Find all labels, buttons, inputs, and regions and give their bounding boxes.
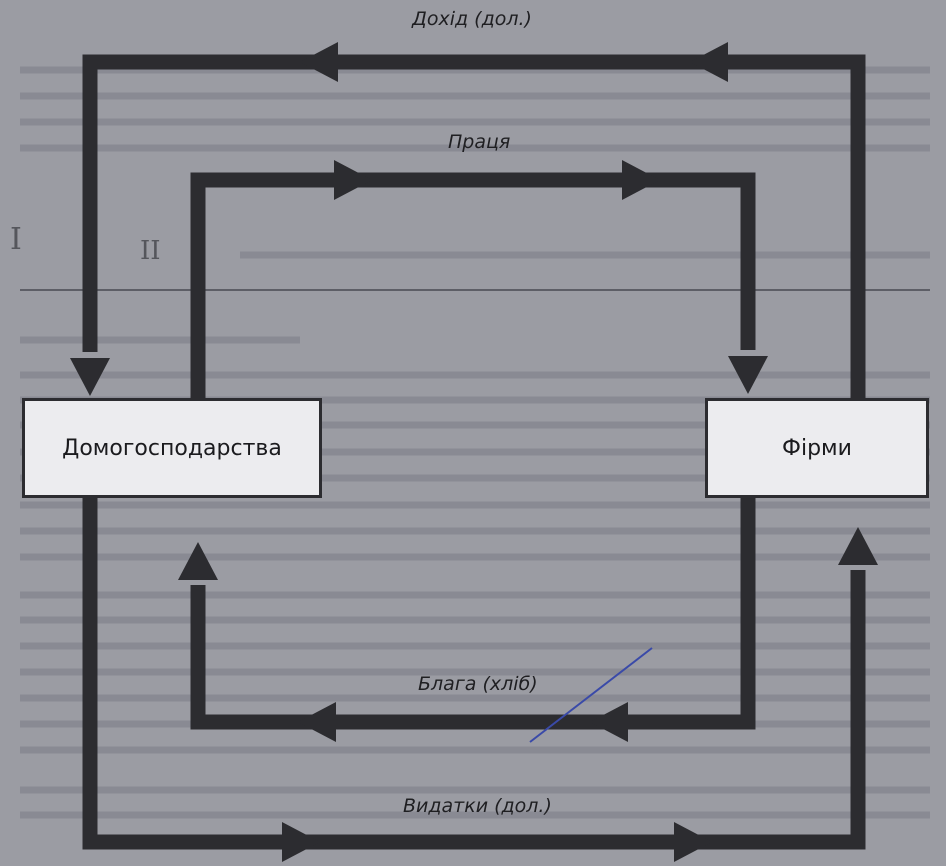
- flow-paths: [70, 42, 878, 862]
- income-arrow-to-households: [70, 358, 110, 396]
- households-label: Домогосподарства: [62, 435, 282, 461]
- income-flow-path: [82, 54, 866, 398]
- expenses-arrow-to-firms: [838, 527, 878, 565]
- goods-arrow-to-households: [178, 542, 218, 580]
- income-arrow-1: [300, 42, 338, 82]
- goods-flow-path: [190, 498, 756, 730]
- labor-arrow-1: [334, 160, 372, 200]
- expenses-arrow-1: [282, 822, 320, 862]
- flow-label-expenses: Видатки (дол.): [403, 795, 552, 817]
- households-node: Домогосподарства: [22, 398, 322, 498]
- labor-arrow-2: [622, 160, 660, 200]
- firms-label: Фірми: [782, 435, 852, 461]
- margin-mark-2: II: [140, 236, 161, 266]
- goods-arrow-1: [298, 702, 336, 742]
- margin-mark-1: I: [10, 222, 22, 257]
- expenses-arrow-2: [674, 822, 712, 862]
- labor-flow-path: [190, 172, 756, 398]
- firms-node: Фірми: [705, 398, 929, 498]
- goods-arrow-2: [590, 702, 628, 742]
- flow-label-labor: Праця: [448, 131, 511, 153]
- labor-arrow-to-firms: [728, 356, 768, 394]
- income-arrow-2: [690, 42, 728, 82]
- flow-label-goods: Блага (хліб): [418, 673, 538, 695]
- pen-stroke: [529, 647, 653, 743]
- expenses-flow-path: [82, 498, 866, 850]
- flow-label-income: Дохід (дол.): [412, 8, 532, 30]
